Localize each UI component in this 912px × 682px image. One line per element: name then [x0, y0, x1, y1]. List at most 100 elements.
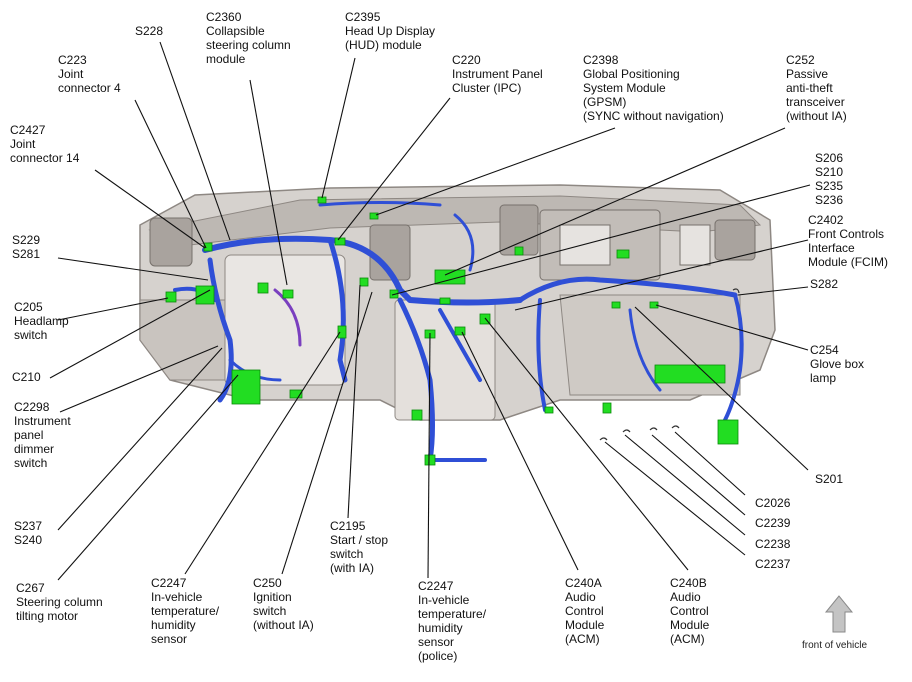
front-arrow-icon [824, 595, 854, 633]
label-line: Audio [670, 590, 701, 604]
label-line: Cluster (IPC) [452, 81, 522, 95]
connectors [165, 196, 739, 466]
label-line: temperature/ [151, 604, 220, 618]
label-line: S210 [815, 165, 844, 179]
label-line: connector 4 [58, 81, 121, 95]
connector-id: C220 [452, 53, 481, 67]
splice-markers [599, 288, 740, 441]
label-line: Steering column [16, 595, 103, 609]
connector-id: C250 [253, 576, 282, 590]
connector-id: C240B [670, 576, 707, 590]
connector-id: C267 [16, 581, 45, 595]
connector-id: C2247 [418, 579, 454, 593]
connector-id: C2237 [755, 557, 791, 571]
label-line: (without IA) [253, 618, 314, 632]
label-line: Instrument Panel [452, 67, 543, 81]
label-line: (ACM) [670, 632, 705, 646]
label-line: Audio [565, 590, 596, 604]
label-line: Joint [58, 67, 84, 81]
connector-id: S229 [12, 233, 41, 247]
label-line: dimmer [14, 442, 55, 456]
connector-id: S201 [815, 472, 844, 486]
label-line: S281 [12, 247, 41, 261]
label-line: Module [565, 618, 605, 632]
connector-id: C240A [565, 576, 602, 590]
connector-id: C252 [786, 53, 815, 67]
label-line: humidity [151, 618, 196, 632]
connector-id: C2239 [755, 516, 791, 530]
label-line: (SYNC without navigation) [583, 109, 724, 123]
label-line: tilting motor [16, 609, 79, 623]
label-line: lamp [810, 371, 837, 385]
connector-id: S282 [810, 277, 839, 291]
label-line: Instrument [14, 414, 71, 428]
connector-id: C223 [58, 53, 87, 67]
connector-id: C254 [810, 343, 839, 357]
connector-id: C2026 [755, 496, 791, 510]
connector-id: C2247 [151, 576, 187, 590]
label-c2239: C2239 [755, 516, 790, 530]
label-line: Collapsible [206, 24, 265, 38]
label-line: humidity [418, 621, 463, 635]
connector-id: C210 [12, 370, 41, 384]
label-line: steering column [206, 38, 291, 52]
label-line: (police) [418, 649, 458, 663]
label-line: switch [253, 604, 287, 618]
label-line: anti-theft [786, 81, 833, 95]
label-line: Headlamp [14, 314, 69, 328]
label-line: S235 [815, 179, 844, 193]
label-line: transceiver [786, 95, 845, 109]
label-line: Interface [808, 241, 855, 255]
label-line: S240 [14, 533, 43, 547]
leader-lines [49, 41, 811, 581]
label-line: Passive [786, 67, 829, 81]
label-s282: S282 [810, 277, 838, 291]
label-line: panel [14, 428, 44, 442]
front-of-vehicle-label: front of vehicle [802, 640, 868, 651]
label-line: (with IA) [330, 561, 375, 575]
label-line: Ignition [253, 590, 292, 604]
label-line: switch [14, 456, 48, 470]
label-c2026: C2026 [755, 496, 790, 510]
label-line: Global Positioning [583, 67, 680, 81]
connector-id: C205 [14, 300, 43, 314]
label-line: System Module [583, 81, 666, 95]
label-s201: S201 [815, 472, 843, 486]
connector-id: C2427 [10, 123, 46, 137]
connector-id: C2238 [755, 537, 791, 551]
label-line: In-vehicle [151, 590, 203, 604]
label-line: Glove box [810, 357, 865, 371]
label-line: connector 14 [10, 151, 80, 165]
label-line: S236 [815, 193, 844, 207]
connector-id: S237 [14, 519, 43, 533]
label-line: Start / stop [330, 533, 389, 547]
label-line: sensor [418, 635, 455, 649]
label-line: (ACM) [565, 632, 600, 646]
label-line: In-vehicle [418, 593, 470, 607]
label-c2237: C2237 [755, 557, 790, 571]
label-c2238: C2238 [755, 537, 790, 551]
label-line: Module [670, 618, 710, 632]
label-c210: C210 [12, 370, 41, 384]
connector-id: C2402 [808, 213, 844, 227]
connector-id: S206 [815, 151, 844, 165]
